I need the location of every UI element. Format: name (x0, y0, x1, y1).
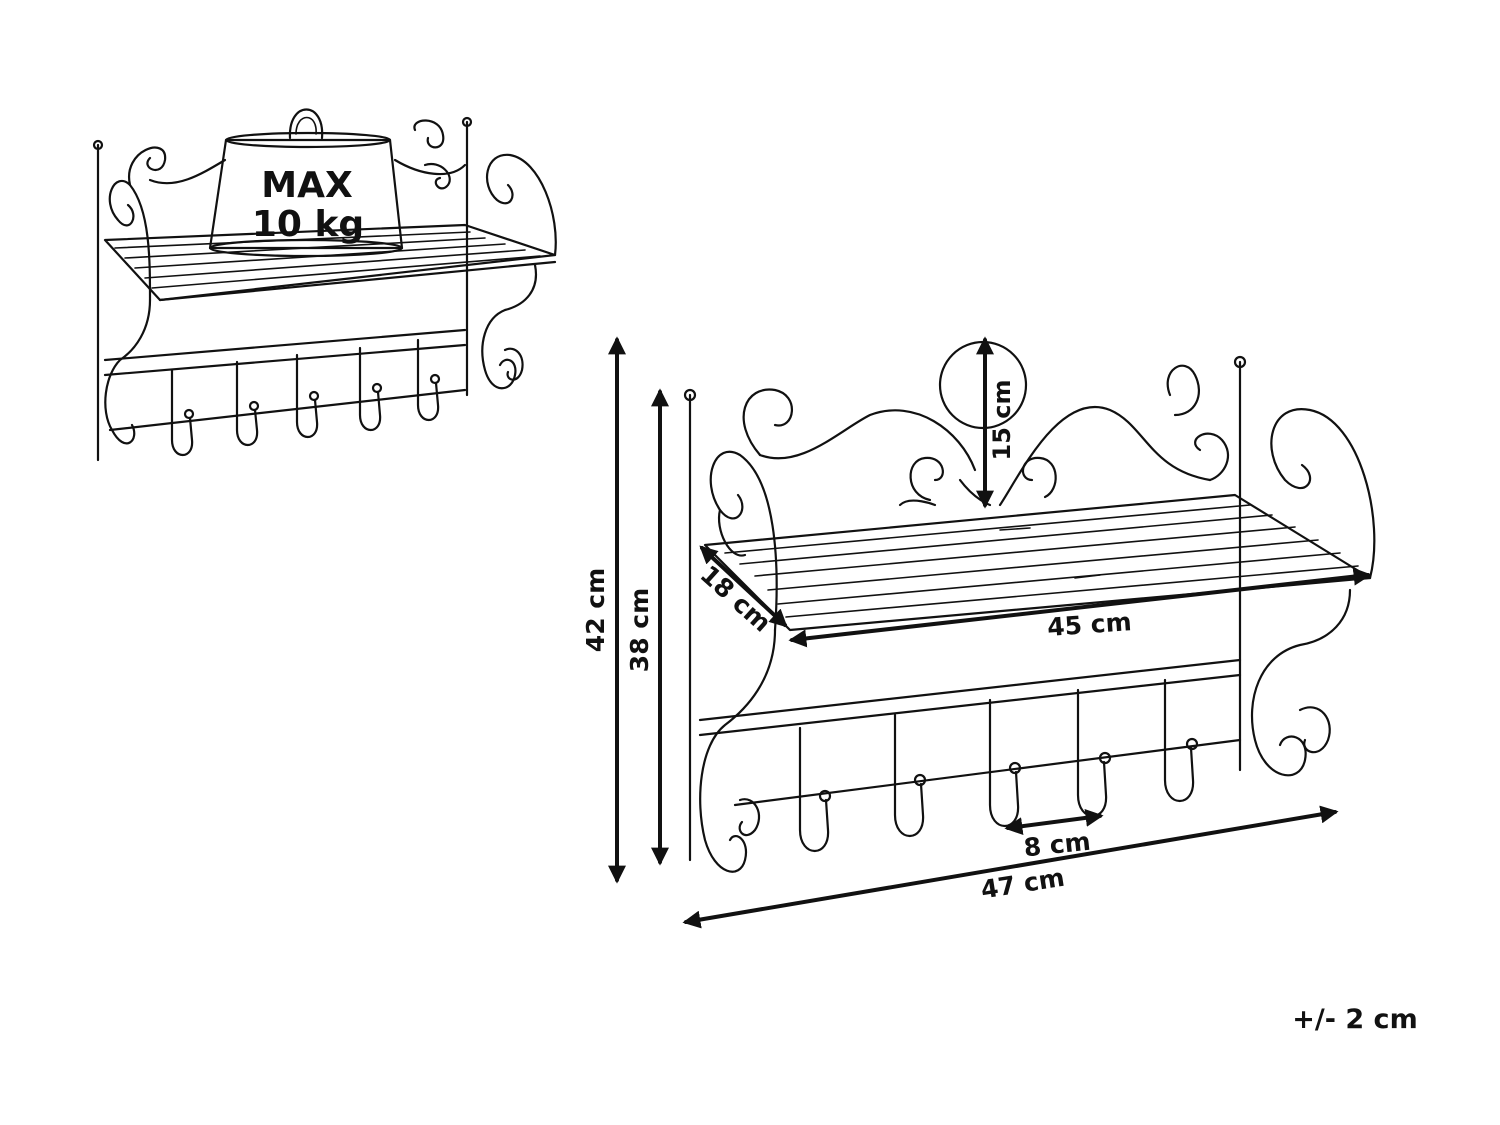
max-weight-badge: MAX 10 kg (208, 108, 404, 258)
max-weight-label: MAX (261, 165, 353, 206)
shelf-width-arrow (788, 567, 1372, 648)
tolerance-note: +/- 2 cm (1292, 1004, 1417, 1035)
crest-height-label: 15 cm (988, 380, 1016, 461)
frame-height-label: 38 cm (625, 588, 654, 672)
depth-arrow (699, 545, 788, 628)
overall-height-label: 42 cm (581, 568, 610, 652)
shelf-width-label: 45 cm (1046, 607, 1132, 642)
max-weight-value: 10 kg (252, 204, 364, 245)
depth-label: 18 cm (695, 560, 777, 638)
overall-width-arrow (682, 805, 1339, 929)
crest-height-callout: 15 cm (938, 336, 1028, 509)
